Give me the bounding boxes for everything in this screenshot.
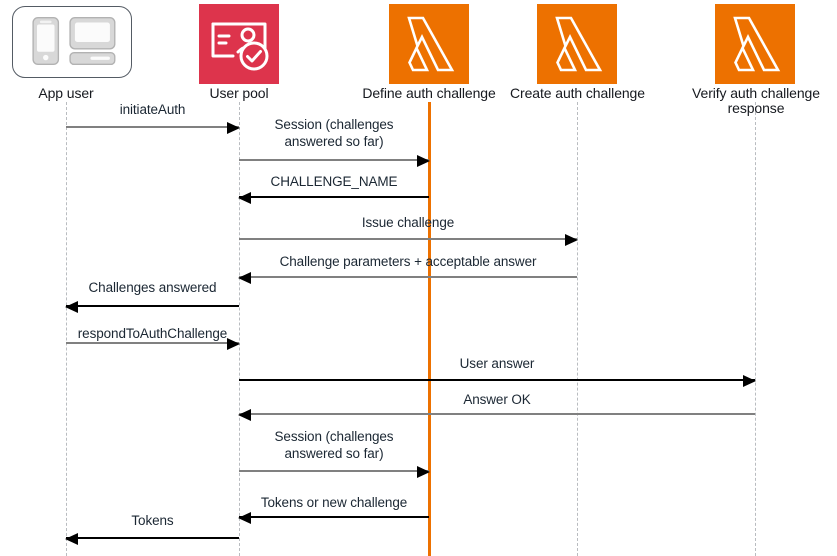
- arrowhead-left-icon: [238, 272, 251, 284]
- message-arrow-user-answer: [239, 375, 756, 387]
- actor-define-auth-challenge[interactable]: Define auth challenge: [354, 0, 504, 101]
- lifeline-app-user: [66, 102, 67, 556]
- message-arrow-challenge-parameters: [238, 272, 577, 284]
- lambda-glyph: [715, 4, 795, 84]
- message-arrow-initiate-auth: [66, 122, 240, 134]
- actor-label-verify-auth-challenge-response: Verify auth challenge response: [692, 85, 820, 116]
- message-arrow-tokens: [65, 533, 239, 545]
- arrowhead-left-icon: [238, 192, 251, 204]
- message-label-session-challenges-answered-1: Session (challenges answered so far): [274, 117, 394, 149]
- lambda-icon: [680, 0, 832, 84]
- message-label-session-challenges-answered-2: Session (challenges answered so far): [274, 429, 394, 461]
- message-arrow-tokens-or-new-challenge: [238, 512, 429, 524]
- message-label-tokens-or-new-challenge: Tokens or new challenge: [260, 495, 408, 510]
- lambda-icon: [505, 0, 650, 84]
- lambda-glyph: [389, 4, 469, 84]
- message-label-challenges-answered: Challenges answered: [88, 280, 217, 295]
- actor-verify-auth-challenge-response[interactable]: Verify auth challenge response: [680, 0, 832, 116]
- arrowhead-right-icon: [743, 375, 756, 387]
- message-arrow-answer-ok: [238, 409, 755, 421]
- actor-label-user-pool: User pool: [209, 85, 269, 101]
- lambda-glyph: [537, 4, 617, 84]
- user-pool-icon: [179, 0, 299, 84]
- arrowhead-right-icon: [565, 234, 578, 246]
- message-arrow-issue-challenge: [239, 234, 578, 246]
- devices-icon: [6, 0, 132, 84]
- message-label-initiate-auth: initiateAuth: [119, 102, 186, 117]
- actor-user-pool[interactable]: User pool: [179, 0, 299, 101]
- arrowhead-left-icon: [65, 533, 78, 545]
- message-arrow-challenge-name: [238, 192, 429, 204]
- message-arrow-session-challenges-answered-2: [239, 466, 430, 478]
- lifeline-user-pool: [239, 102, 240, 556]
- lifeline-define-auth-challenge: [428, 102, 431, 556]
- message-label-user-answer: User answer: [459, 356, 535, 371]
- arrowhead-right-icon: [417, 155, 430, 167]
- actor-app-user[interactable]: App user: [6, 0, 132, 101]
- arrowhead-left-icon: [238, 512, 251, 524]
- lifeline-verify-auth-challenge-response: [755, 102, 756, 556]
- id-card-check-glyph: [199, 4, 279, 84]
- message-label-answer-ok: Answer OK: [463, 392, 531, 407]
- message-arrow-challenges-answered: [65, 301, 239, 313]
- message-label-issue-challenge: Issue challenge: [361, 215, 455, 230]
- actor-create-auth-challenge[interactable]: Create auth challenge: [505, 0, 650, 101]
- lifeline-create-auth-challenge: [577, 102, 578, 556]
- arrowhead-right-icon: [227, 338, 240, 350]
- lambda-icon: [354, 0, 504, 84]
- arrowhead-left-icon: [65, 301, 78, 313]
- device-box-outline: [12, 6, 132, 78]
- arrowhead-right-icon: [417, 466, 430, 478]
- message-label-challenge-name: CHALLENGE_NAME: [270, 174, 398, 189]
- message-arrow-respond-to-auth-challenge: [66, 338, 240, 350]
- actor-label-app-user: App user: [38, 85, 94, 101]
- actor-label-create-auth-challenge: Create auth challenge: [510, 85, 645, 101]
- arrowhead-left-icon: [238, 409, 251, 421]
- message-label-tokens: Tokens: [131, 513, 174, 528]
- message-label-challenge-parameters: Challenge parameters + acceptable answer: [279, 254, 537, 269]
- message-label-respond-to-auth-challenge: respondToAuthChallenge: [77, 326, 228, 341]
- actor-label-define-auth-challenge: Define auth challenge: [362, 85, 496, 101]
- arrowhead-right-icon: [227, 122, 240, 134]
- message-arrow-session-challenges-answered-1: [239, 155, 430, 167]
